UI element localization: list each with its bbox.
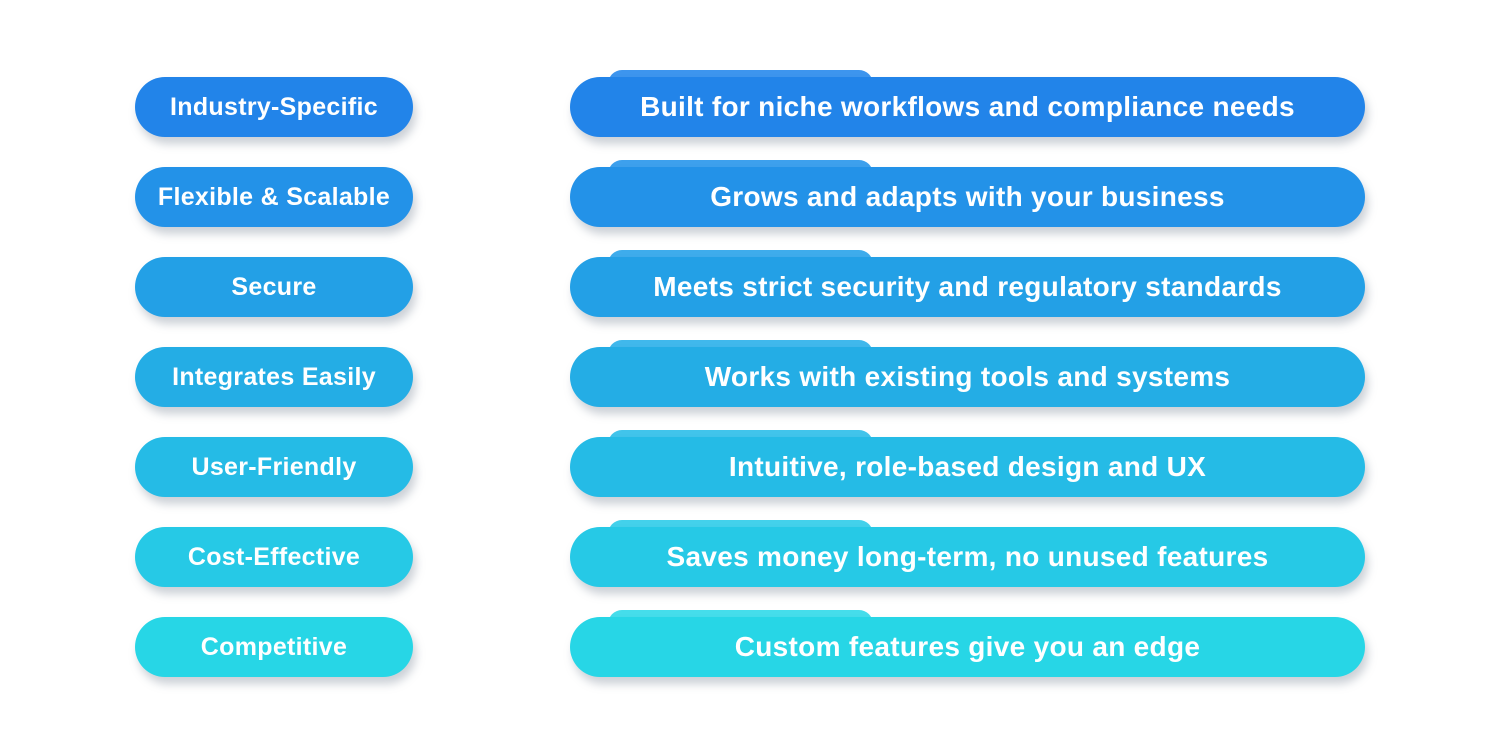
feature-row: Integrates Easily Works with existing to…	[0, 340, 1365, 407]
feature-label: Secure	[231, 272, 317, 301]
feature-description: Built for niche workflows and compliance…	[640, 91, 1295, 122]
feature-description-wrap: Meets strict security and regulatory sta…	[570, 250, 1365, 317]
feature-description: Custom features give you an edge	[734, 631, 1201, 662]
feature-label: User-Friendly	[191, 452, 357, 481]
feature-description-wrap: Built for niche workflows and compliance…	[570, 70, 1365, 137]
feature-rows: Industry-Specific Built for niche workfl…	[0, 70, 1365, 707]
feature-description-pill: Saves money long-term, no unused feature…	[570, 527, 1365, 587]
feature-label-pill: Cost-Effective	[135, 527, 413, 587]
feature-description-pill: Grows and adapts with your business	[570, 167, 1365, 227]
feature-description: Meets strict security and regulatory sta…	[653, 271, 1282, 302]
feature-description: Intuitive, role-based design and UX	[728, 451, 1207, 482]
feature-description-wrap: Custom features give you an edge	[570, 610, 1365, 677]
feature-label: Cost-Effective	[187, 542, 361, 571]
feature-label-pill: Integrates Easily	[135, 347, 413, 407]
feature-description-wrap: Saves money long-term, no unused feature…	[570, 520, 1365, 587]
feature-label: Competitive	[200, 632, 348, 661]
feature-description-pill: Works with existing tools and systems	[570, 347, 1365, 407]
feature-description-wrap: Grows and adapts with your business	[570, 160, 1365, 227]
feature-row: Secure Meets strict security and regulat…	[0, 250, 1365, 317]
feature-description: Works with existing tools and systems	[704, 361, 1231, 392]
feature-description-pill: Intuitive, role-based design and UX	[570, 437, 1365, 497]
feature-label-pill: Secure	[135, 257, 413, 317]
feature-row: Cost-Effective Saves money long-term, no…	[0, 520, 1365, 587]
feature-row: User-Friendly Intuitive, role-based desi…	[0, 430, 1365, 497]
feature-description-wrap: Intuitive, role-based design and UX	[570, 430, 1365, 497]
feature-label: Industry-Specific	[170, 92, 378, 121]
feature-row: Competitive Custom features give you an …	[0, 610, 1365, 677]
feature-label: Integrates Easily	[172, 362, 376, 391]
feature-description-wrap: Works with existing tools and systems	[570, 340, 1365, 407]
feature-label-pill: Flexible & Scalable	[135, 167, 413, 227]
feature-description-pill: Meets strict security and regulatory sta…	[570, 257, 1365, 317]
feature-row: Flexible & Scalable Grows and adapts wit…	[0, 160, 1365, 227]
feature-label-pill: Competitive	[135, 617, 413, 677]
feature-label: Flexible & Scalable	[157, 182, 391, 211]
feature-description: Saves money long-term, no unused feature…	[666, 541, 1269, 572]
feature-label-pill: User-Friendly	[135, 437, 413, 497]
feature-row: Industry-Specific Built for niche workfl…	[0, 70, 1365, 137]
feature-description-pill: Custom features give you an edge	[570, 617, 1365, 677]
feature-description: Grows and adapts with your business	[710, 181, 1225, 212]
feature-description-pill: Built for niche workflows and compliance…	[570, 77, 1365, 137]
feature-label-pill: Industry-Specific	[135, 77, 413, 137]
